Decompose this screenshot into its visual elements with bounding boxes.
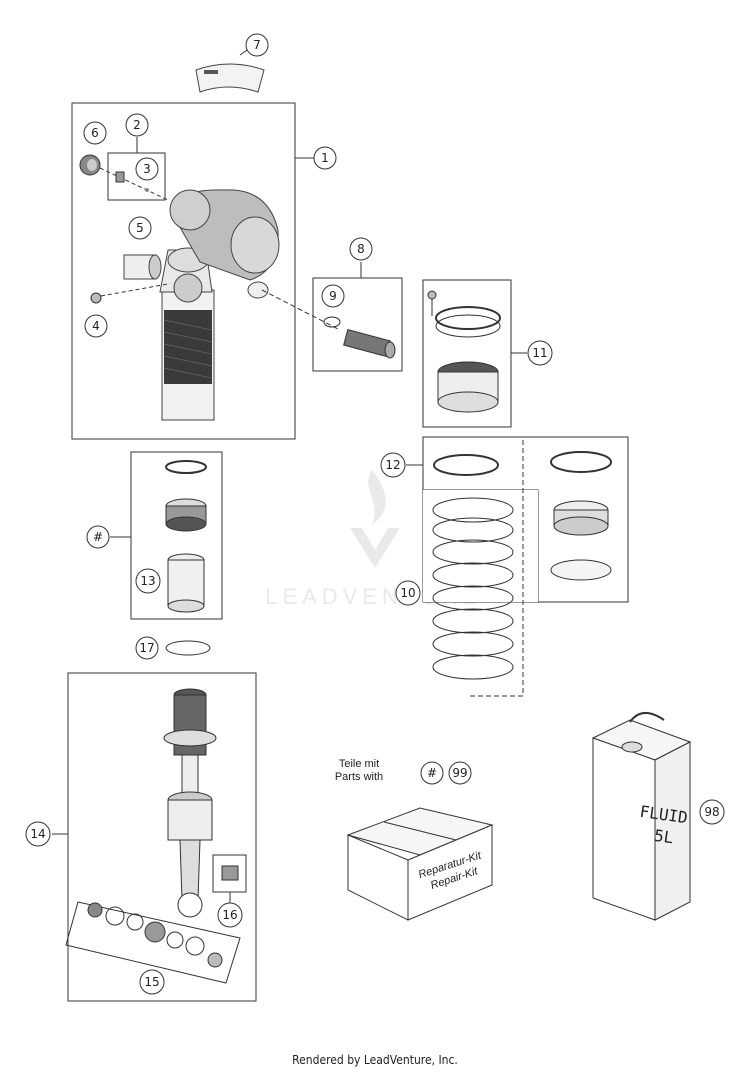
callout-17: 17 bbox=[135, 636, 159, 660]
valve-part bbox=[323, 316, 396, 359]
callout-5: 5 bbox=[128, 216, 152, 240]
nut-part bbox=[90, 283, 169, 304]
shock-assembly-frame bbox=[71, 102, 296, 440]
circlip-part bbox=[165, 640, 211, 656]
svg-text:#: # bbox=[427, 766, 437, 780]
seal-kit-parts bbox=[165, 460, 207, 613]
callout-hash-kit: # bbox=[86, 525, 110, 549]
shock-absorber-body bbox=[159, 189, 280, 421]
coil-spring-part bbox=[432, 497, 514, 680]
svg-text:2: 2 bbox=[133, 118, 141, 132]
shim-frame bbox=[65, 901, 241, 984]
svg-text:15: 15 bbox=[144, 975, 159, 989]
callout-6: 6 bbox=[83, 121, 107, 145]
svg-text:10: 10 bbox=[400, 586, 415, 600]
svg-text:12: 12 bbox=[385, 458, 400, 472]
seal-kit-frame bbox=[130, 451, 223, 620]
shim-stack-part bbox=[87, 902, 223, 968]
callout-14: 14 bbox=[25, 821, 51, 847]
bleed-valve-part bbox=[221, 865, 239, 881]
fluid-can-line2: 5L bbox=[653, 826, 675, 847]
svg-text:3: 3 bbox=[143, 162, 151, 176]
bushing-part bbox=[123, 254, 162, 280]
svg-text:9: 9 bbox=[329, 289, 337, 303]
callout-4: 4 bbox=[84, 314, 108, 338]
svg-text:13: 13 bbox=[140, 574, 155, 588]
svg-text:14: 14 bbox=[30, 827, 45, 841]
kit-note-line2: Parts with bbox=[335, 771, 383, 783]
svg-text:99: 99 bbox=[452, 766, 467, 780]
valve-subgroup-frame bbox=[312, 277, 403, 372]
svg-text:8: 8 bbox=[357, 242, 365, 256]
callout-hash-99: # bbox=[420, 761, 444, 785]
svg-text:1: 1 bbox=[321, 151, 329, 165]
fluid-can: FLUID 5L bbox=[591, 712, 692, 921]
spring-seat-part bbox=[433, 451, 612, 581]
preload-ring-part bbox=[427, 290, 501, 413]
svg-text:4: 4 bbox=[92, 319, 100, 333]
kit-note-line1: Teile mit bbox=[339, 758, 379, 770]
callout-13: 13 bbox=[135, 568, 161, 594]
callout-9: 9 bbox=[321, 284, 345, 308]
callout-98: 98 bbox=[699, 799, 725, 825]
callout-3: 3 bbox=[135, 157, 159, 181]
svg-text:16: 16 bbox=[222, 908, 237, 922]
callout-16: 16 bbox=[217, 902, 243, 928]
callout-99: 99 bbox=[448, 761, 472, 785]
svg-text:6: 6 bbox=[91, 126, 99, 140]
callout-1: 1 bbox=[313, 146, 337, 170]
adjuster-screw-part bbox=[115, 171, 149, 192]
repair-kit-box: Reparatur-Kit Repair-Kit bbox=[346, 807, 494, 921]
callout-11: 11 bbox=[527, 340, 553, 366]
callout-8: 8 bbox=[349, 237, 373, 261]
adjuster-cap-part bbox=[79, 154, 169, 201]
svg-text:17: 17 bbox=[139, 641, 154, 655]
svg-text:11: 11 bbox=[532, 346, 547, 360]
svg-text:#: # bbox=[93, 530, 103, 544]
damper-rod-part bbox=[163, 688, 217, 918]
callout-12: 12 bbox=[380, 452, 406, 478]
svg-text:7: 7 bbox=[253, 38, 261, 52]
callout-15: 15 bbox=[139, 969, 165, 995]
damper-rod-frame bbox=[67, 672, 257, 1002]
render-credit-footer: Rendered by LeadVenture, Inc. bbox=[292, 1053, 458, 1067]
svg-text:5: 5 bbox=[136, 221, 144, 235]
callout-7: 7 bbox=[245, 33, 269, 57]
svg-text:98: 98 bbox=[704, 805, 719, 819]
callout-2: 2 bbox=[125, 113, 149, 137]
callout-10: 10 bbox=[395, 580, 421, 606]
